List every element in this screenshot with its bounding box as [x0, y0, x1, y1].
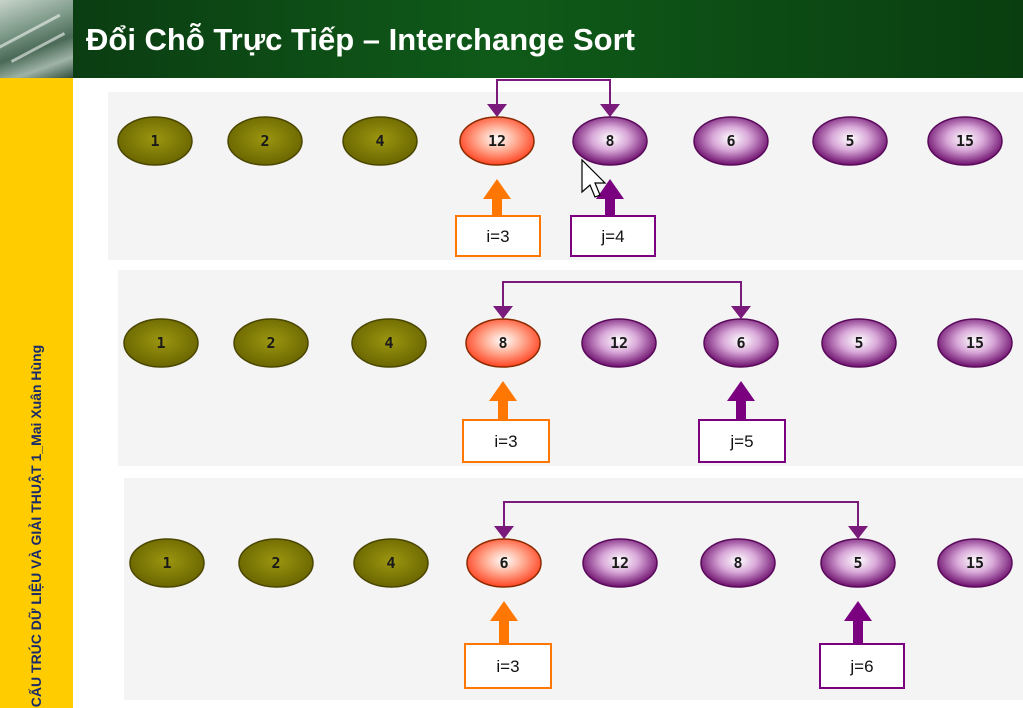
array-node: [238, 538, 314, 588]
j-pointer-arrow-shaft: [853, 620, 863, 644]
j-index-box: [819, 643, 905, 689]
j-index-label: j=5: [729, 432, 753, 451]
node-value: 2: [271, 554, 280, 572]
swap-arrowhead: [487, 104, 507, 117]
j-pointer-arrow-shaft: [736, 400, 746, 420]
node-value: 8: [605, 132, 614, 150]
j-pointer-arrow-shaft: [605, 198, 615, 216]
swap-arrowhead: [731, 306, 751, 319]
array-node: [123, 318, 199, 368]
array-node: [353, 538, 429, 588]
i-pointer-arrow-shaft: [499, 620, 509, 644]
node-value: 6: [736, 334, 745, 352]
node-value: 5: [854, 334, 863, 352]
node-value: 5: [853, 554, 862, 572]
i-index-box: [455, 215, 541, 257]
i-pointer-arrowhead: [483, 179, 511, 199]
i-pointer-arrow-shaft: [498, 400, 508, 420]
node-value: 4: [375, 132, 384, 150]
array-node: [466, 538, 542, 588]
array-node: [937, 318, 1013, 368]
swap-arrowhead: [494, 526, 514, 539]
array-node: [465, 318, 541, 368]
i-pointer-arrow-shaft: [492, 198, 502, 216]
array-node: [459, 116, 535, 166]
node-value: 1: [162, 554, 171, 572]
j-pointer-arrowhead: [844, 601, 872, 621]
swap-connector: [503, 501, 859, 527]
node-value: 12: [611, 554, 629, 572]
array-node: [129, 538, 205, 588]
header-bar: Đổi Chỗ Trực Tiếp – Interchange Sort: [73, 0, 1023, 78]
i-pointer-arrowhead: [490, 601, 518, 621]
array-node: [581, 318, 657, 368]
node-value: 1: [156, 334, 165, 352]
j-index-label: j=4: [600, 227, 624, 246]
j-index-label: j=6: [849, 657, 873, 676]
array-node: [342, 116, 418, 166]
i-pointer-arrowhead: [489, 381, 517, 401]
j-pointer-arrowhead: [727, 381, 755, 401]
j-index-box: [570, 215, 656, 257]
swap-arrowhead: [600, 104, 620, 117]
j-pointer-arrowhead: [596, 179, 624, 199]
array-node: [821, 318, 897, 368]
i-index-label: i=3: [494, 432, 517, 451]
mouse-cursor-icon: [581, 158, 607, 198]
array-node: [820, 538, 896, 588]
i-index-box: [462, 419, 550, 463]
sidebar-band: CẤU TRÚC DỮ LIỆU VÀ GIẢI THUẬT 1_Mai Xuâ…: [0, 78, 73, 708]
node-value: 15: [966, 554, 984, 572]
header-photo: [0, 0, 73, 78]
array-node: [227, 116, 303, 166]
swap-arrowhead: [493, 306, 513, 319]
i-index-label: i=3: [486, 227, 509, 246]
array-node: [937, 538, 1013, 588]
node-value: 4: [384, 334, 393, 352]
node-value: 6: [726, 132, 735, 150]
swap-connector: [502, 281, 742, 307]
node-value: 12: [488, 132, 506, 150]
page-title: Đổi Chỗ Trực Tiếp – Interchange Sort: [86, 22, 635, 57]
swap-arrowhead: [848, 526, 868, 539]
array-node: [927, 116, 1003, 166]
node-value: 15: [956, 132, 974, 150]
node-value: 8: [733, 554, 742, 572]
array-node: [693, 116, 769, 166]
i-index-label: i=3: [496, 657, 519, 676]
array-node: [233, 318, 309, 368]
array-node: [812, 116, 888, 166]
node-value: 15: [966, 334, 984, 352]
array-node: [117, 116, 193, 166]
array-node: [703, 318, 779, 368]
node-value: 12: [610, 334, 628, 352]
row-panel: [118, 270, 1023, 466]
node-value: 1: [150, 132, 159, 150]
node-value: 2: [266, 334, 275, 352]
node-value: 5: [845, 132, 854, 150]
array-node: [700, 538, 776, 588]
array-node: [582, 538, 658, 588]
node-value: 8: [498, 334, 507, 352]
node-value: 4: [386, 554, 395, 572]
i-index-box: [464, 643, 552, 689]
j-index-box: [698, 419, 786, 463]
array-node: [351, 318, 427, 368]
node-value: 6: [499, 554, 508, 572]
node-value: 2: [260, 132, 269, 150]
swap-connector: [496, 79, 611, 105]
array-node: [572, 116, 648, 166]
